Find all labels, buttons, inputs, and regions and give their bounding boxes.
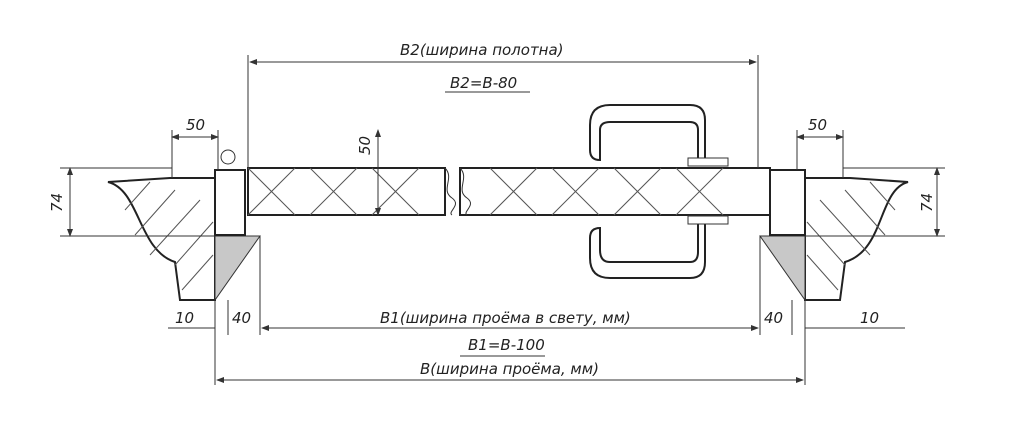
handle-bottom-icon [589, 222, 706, 279]
left-frame [214, 169, 246, 236]
b1-title: В1(ширина проёма в свету, мм) [380, 309, 631, 327]
left-offset-label: 10 [175, 309, 194, 327]
right-fill-wedge [759, 235, 806, 302]
b-title: В(ширина проёма, мм) [420, 360, 599, 378]
handle-rose-bottom [687, 215, 729, 225]
hinge-icon [220, 149, 236, 165]
right-width-label: 50 [808, 116, 827, 134]
left-width-label: 50 [186, 116, 205, 134]
left-gap-label: 40 [232, 309, 251, 327]
left-fill-wedge [214, 235, 261, 302]
b2-formula: В2=В-80 [450, 74, 517, 92]
right-offset-label: 10 [860, 309, 879, 327]
door-leaf [247, 167, 771, 216]
b2-title: В2(ширина полотна) [400, 41, 564, 59]
handle-top-icon [589, 104, 706, 162]
handle-rose-top [687, 157, 729, 167]
right-wall [804, 177, 909, 301]
left-wall [107, 177, 216, 301]
right-height-label: 74 [918, 193, 936, 212]
left-height-label: 74 [48, 193, 66, 212]
right-frame [769, 169, 806, 236]
right-gap-label: 40 [764, 309, 783, 327]
leaf-thickness-label: 50 [356, 136, 374, 155]
b1-formula: В1=В-100 [468, 336, 545, 354]
